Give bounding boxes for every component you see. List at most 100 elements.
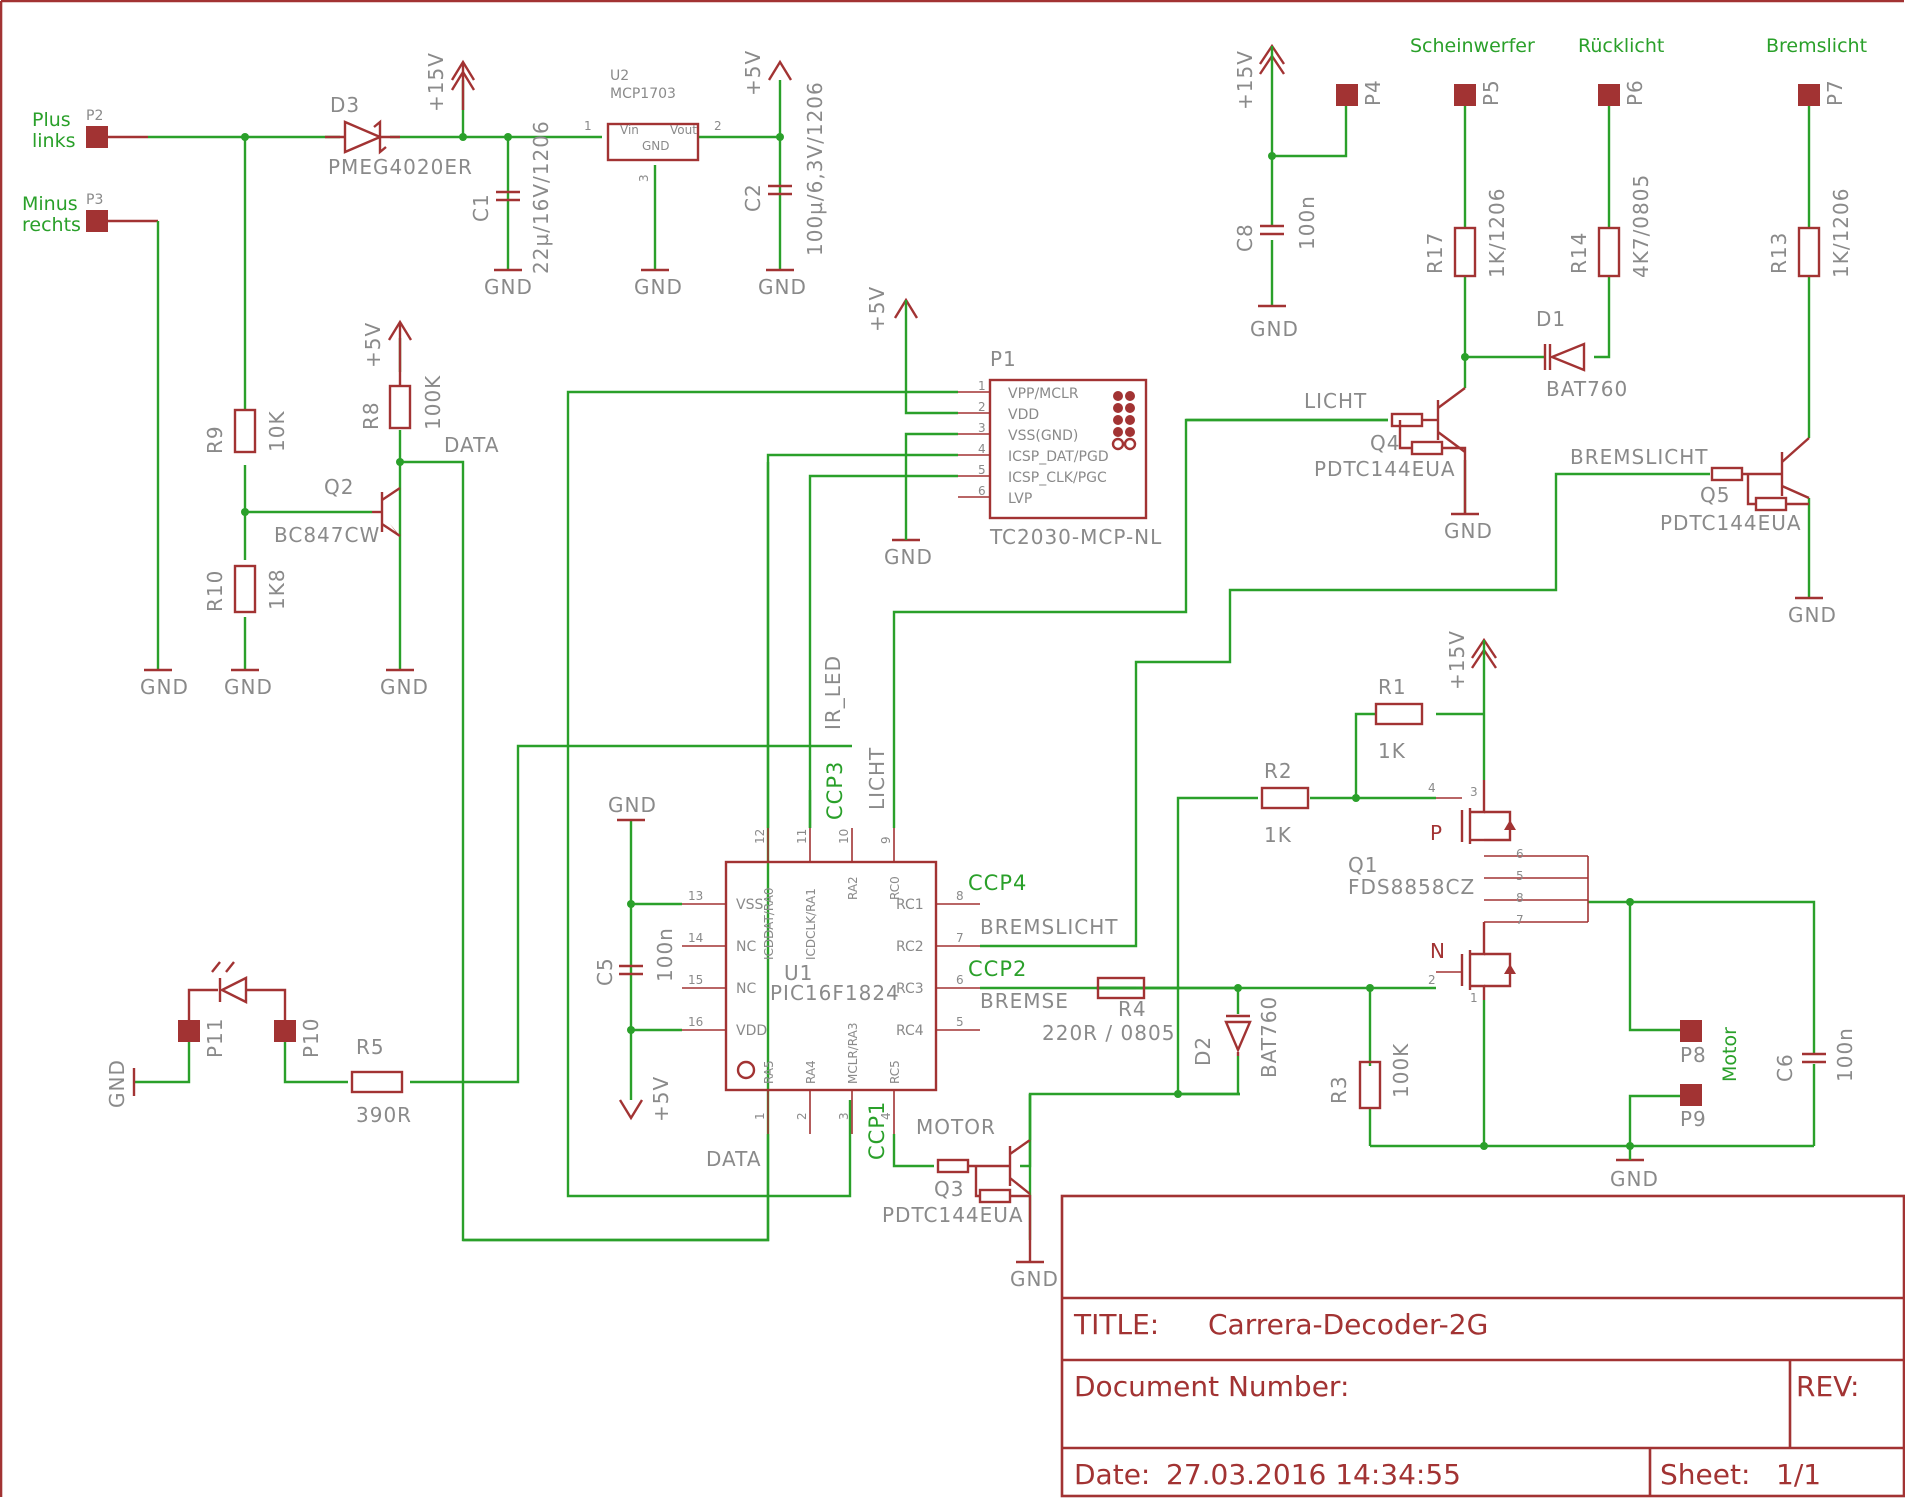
svg-text:LVP: LVP: [1008, 491, 1032, 507]
connector-p4: P4: [1336, 79, 1385, 106]
diode-d3: D3 PMEG4020ER: [325, 93, 473, 179]
svg-text:GND: GND: [140, 675, 189, 699]
svg-text:+15V: +15V: [1445, 630, 1469, 690]
svg-text:100K: 100K: [1389, 1043, 1413, 1098]
svg-text:+5V: +5V: [649, 1076, 673, 1122]
svg-text:RA4: RA4: [804, 1060, 818, 1084]
svg-text:100n: 100n: [653, 927, 677, 982]
svg-text:GND: GND: [1010, 1267, 1059, 1291]
svg-text:D2: D2: [1191, 1036, 1215, 1066]
connector-p7: P7 Bremslicht: [1766, 35, 1867, 106]
svg-text:15: 15: [688, 973, 703, 987]
svg-text:5: 5: [956, 1015, 964, 1029]
svg-text:GND: GND: [105, 1059, 129, 1108]
svg-text:ICDCLK/RA1: ICDCLK/RA1: [804, 888, 818, 960]
svg-text:ICDDAT/RA0: ICDDAT/RA0: [762, 887, 776, 960]
net-bremslicht-2: BREMSLICHT: [1570, 445, 1708, 469]
rev-label: REV:: [1796, 1370, 1859, 1403]
diode-d2: D2 BAT760: [1191, 996, 1281, 1078]
svg-text:P11: P11: [203, 1017, 227, 1058]
svg-text:1K/1206: 1K/1206: [1829, 188, 1853, 278]
svg-text:P5: P5: [1479, 79, 1503, 106]
svg-text:ICSP_DAT/PGD: ICSP_DAT/PGD: [1008, 449, 1109, 465]
capacitor-c6: C6 100n: [1773, 1027, 1857, 1082]
p6-label: Rücklicht: [1578, 35, 1664, 57]
svg-text:1: 1: [584, 119, 592, 133]
connector-p6: P6 Rücklicht: [1578, 35, 1664, 106]
svg-text:100n: 100n: [1833, 1027, 1857, 1082]
svg-text:BC847CW: BC847CW: [274, 523, 380, 547]
gnd-p1: GND: [884, 538, 933, 569]
resistor-r14: R14 4K7/0805: [1567, 174, 1653, 278]
svg-text:11: 11: [795, 829, 809, 844]
svg-text:1: 1: [978, 379, 986, 393]
svg-text:VSS(GND): VSS(GND): [1008, 428, 1078, 444]
svg-text:MCP1703: MCP1703: [610, 86, 676, 102]
transistor-q5: BREMSLICHT Q5 PDTC144EUA GND: [1570, 437, 1836, 627]
svg-text:GND: GND: [1610, 1167, 1659, 1191]
svg-text:R3: R3: [1327, 1075, 1351, 1104]
svg-text:GND: GND: [634, 275, 683, 299]
svg-text:VDD: VDD: [736, 1023, 767, 1039]
svg-text:C8: C8: [1233, 223, 1257, 252]
net-motor: MOTOR: [916, 1115, 996, 1139]
p7-label: Bremslicht: [1766, 35, 1867, 57]
svg-text:P10: P10: [299, 1017, 323, 1058]
svg-text:Q5: Q5: [1700, 483, 1730, 507]
svg-text:8: 8: [956, 889, 964, 903]
svg-text:GND: GND: [1250, 317, 1299, 341]
svg-text:C2: C2: [741, 183, 765, 212]
svg-text:1: 1: [1470, 991, 1478, 1005]
svg-text:9: 9: [879, 836, 893, 844]
svg-text:8: 8: [1516, 891, 1524, 905]
title-block: TITLE: Carrera-Decoder-2G Document Numbe…: [1060, 1194, 1905, 1498]
svg-text:R1: R1: [1378, 675, 1407, 699]
resistor-r9: R9 10K: [203, 408, 289, 454]
power-15v-2: +15V: [1233, 43, 1285, 110]
svg-text:+15V: +15V: [424, 52, 448, 112]
svg-text:R5: R5: [356, 1035, 385, 1059]
gnd-motor: GND: [1610, 1146, 1659, 1191]
svg-text:PMEG4020ER: PMEG4020ER: [328, 155, 473, 179]
svg-text:D1: D1: [1536, 307, 1566, 331]
p5-label: Scheinwerfer: [1410, 35, 1535, 57]
svg-text:P6: P6: [1623, 79, 1647, 106]
svg-text:D3: D3: [330, 93, 360, 117]
svg-text:P: P: [1430, 821, 1442, 845]
svg-text:R9: R9: [203, 425, 227, 454]
capacitor-c1: C1 22µ/16V/1206 GND: [469, 120, 553, 299]
svg-text:GND: GND: [884, 545, 933, 569]
svg-text:RA5: RA5: [762, 1060, 776, 1084]
svg-text:5: 5: [978, 463, 986, 477]
connector-p9: P9: [1680, 1084, 1706, 1131]
svg-text:RC1: RC1: [896, 897, 924, 913]
svg-text:GND: GND: [758, 275, 807, 299]
svg-text:R8: R8: [359, 401, 383, 430]
resistor-r1: R1 1K: [1374, 675, 1424, 763]
transistor-q3: Q3 PDTC144EUA GND: [882, 1094, 1059, 1291]
resistor-r4: R4 220R / 0805: [1042, 976, 1174, 1045]
svg-text:ICSP_CLK/PGC: ICSP_CLK/PGC: [1008, 470, 1107, 486]
svg-text:3: 3: [1470, 785, 1478, 799]
svg-text:U1: U1: [784, 961, 813, 985]
svg-text:RC5: RC5: [888, 1060, 902, 1084]
net-ccp1: CCP1: [865, 1101, 889, 1160]
svg-text:NC: NC: [736, 981, 756, 997]
svg-text:14: 14: [688, 931, 703, 945]
regulator-u2: Vin Vout GND U2 MCP1703 1 2 3 GND: [584, 68, 722, 299]
svg-text:Q4: Q4: [1370, 431, 1400, 455]
wires-left: [148, 80, 784, 1242]
net-ccp3: CCP3: [823, 761, 847, 820]
wires-p1: [566, 300, 958, 1198]
net-bremse: BREMSE: [980, 989, 1069, 1013]
svg-text:4: 4: [978, 442, 986, 456]
svg-text:1: 1: [753, 1112, 767, 1120]
capacitor-c5: C5 100n: [593, 927, 677, 986]
svg-text:PIC16F1824: PIC16F1824: [770, 981, 900, 1005]
svg-text:100K: 100K: [421, 375, 445, 430]
svg-text:4K7/0805: 4K7/0805: [1629, 174, 1653, 278]
